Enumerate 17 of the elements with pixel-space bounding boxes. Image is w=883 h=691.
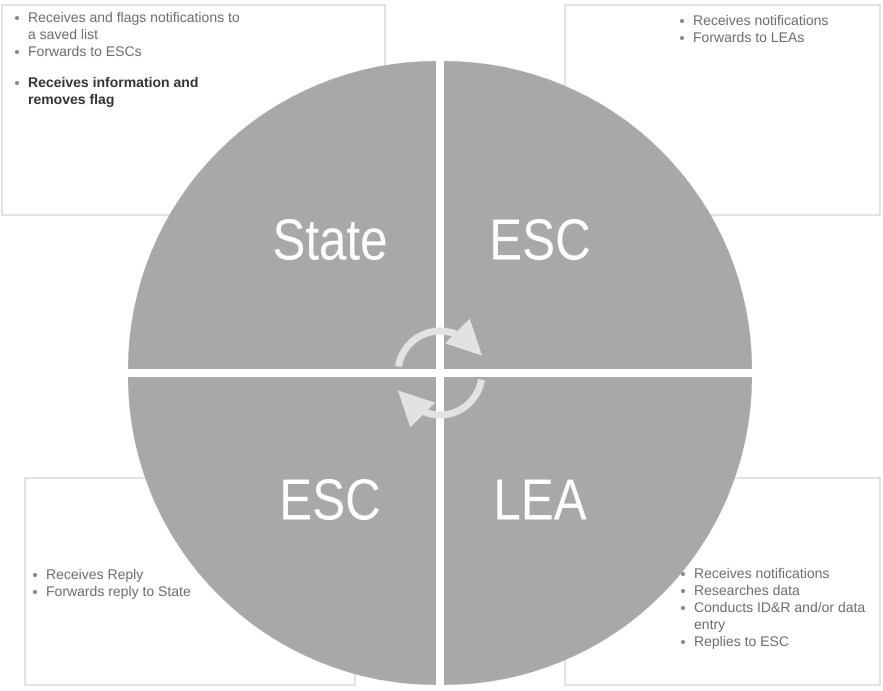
quadrant-title: ESC <box>279 466 381 534</box>
bullet-text: Replies to ESC <box>694 633 789 650</box>
bullet-text: Forwards to ESCs <box>28 43 142 60</box>
bullet-text: Researches data <box>694 582 800 599</box>
bullet-text: Conducts ID&R and/or data entry <box>694 599 866 633</box>
quadrant-title: LEA <box>493 466 587 534</box>
bullet-text: Forwards reply to State <box>46 583 191 600</box>
arrow <box>395 318 483 368</box>
bullet-text: Receives Reply <box>46 566 144 583</box>
bullet-text: Receives notifications <box>694 565 830 582</box>
quadrant-title: ESC <box>489 206 591 274</box>
bullet-text: Receives information and removes flag <box>28 74 200 108</box>
bullet-text: Receives notifications <box>693 12 828 29</box>
bullet-text: Forwards to LEAs <box>693 29 804 46</box>
arrow <box>397 378 485 428</box>
quadrant-title: State <box>272 206 388 274</box>
bullet-text: Receives and flags notifications to a saved list <box>28 9 241 43</box>
